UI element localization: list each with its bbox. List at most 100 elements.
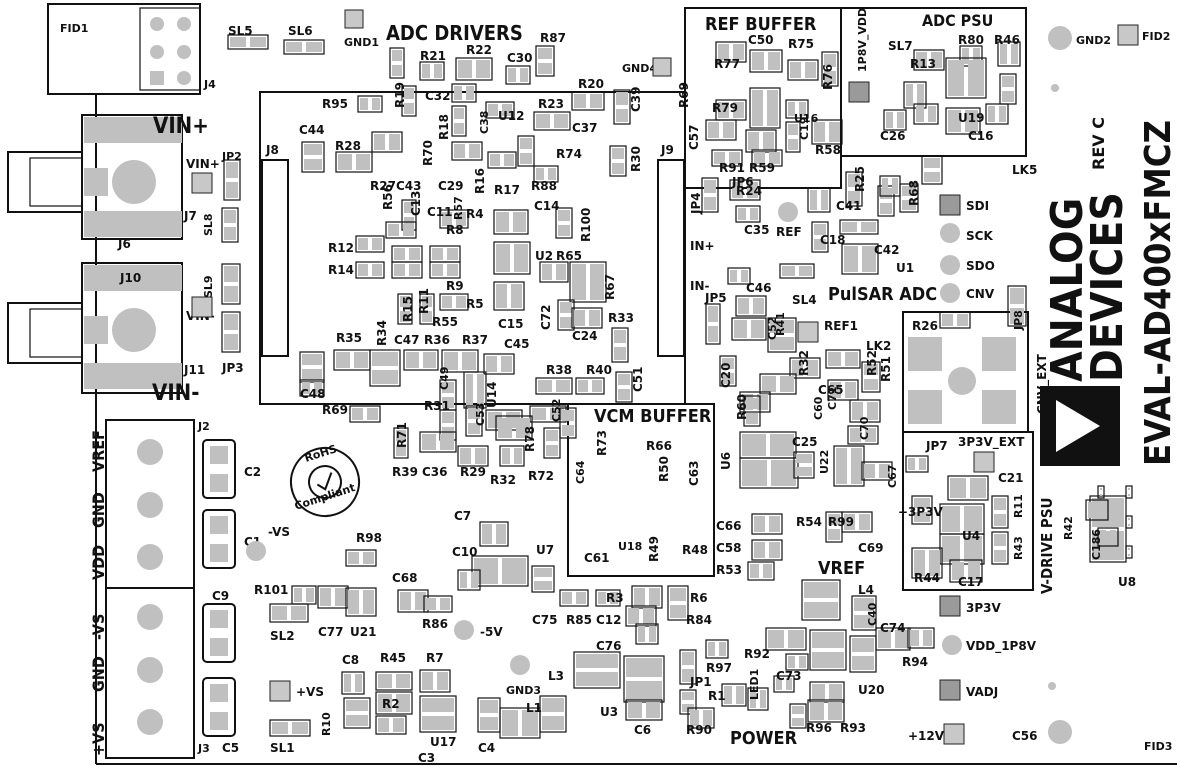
j4-pin: [177, 17, 191, 31]
smd-footprint: [531, 565, 555, 593]
designator-gnd1: GND1: [344, 36, 379, 49]
smd-footprint: [1125, 485, 1133, 499]
designator-r20: R20: [578, 77, 604, 91]
board-title: EVAL-AD400xFMCZ: [1138, 120, 1177, 466]
designator-r87: R87: [540, 31, 566, 45]
designator-ref1: REF1: [824, 319, 858, 333]
designator-c20: C20: [719, 362, 733, 388]
smd-footprint: [555, 207, 573, 239]
pad: [210, 684, 228, 702]
designator-r38: R38: [546, 363, 572, 377]
smd-footprint: [559, 407, 577, 439]
smd-footprint: [221, 311, 241, 353]
smd-footprint: [485, 101, 515, 119]
smd-footprint: [809, 681, 845, 703]
smd-footprint: [457, 445, 489, 467]
smd-footprint: [221, 207, 239, 243]
designator-c13: C13: [409, 190, 423, 216]
smd-footprint: [499, 707, 541, 739]
power-title: POWER: [730, 728, 798, 749]
j6-sma-base: [81, 114, 183, 240]
designator-r18: R18: [437, 114, 451, 140]
smd-footprint: [333, 349, 371, 371]
designator-u1: U1: [896, 261, 914, 275]
smd-footprint: [1007, 285, 1027, 327]
designator-r29: R29: [460, 465, 486, 479]
p1v8-testpoint: [848, 81, 870, 103]
designator-c30: C30: [507, 51, 533, 65]
designator-r17: R17: [494, 183, 520, 197]
designator-r35: R35: [336, 331, 362, 345]
designator-r21: R21: [420, 49, 446, 63]
smd-footprint: [861, 461, 893, 481]
smd-footprint: [747, 687, 769, 711]
designator-c56: C56: [1012, 729, 1038, 743]
designator-r56: R56: [381, 184, 395, 210]
designator-r23: R23: [538, 97, 564, 111]
smd-footprint: [595, 589, 621, 607]
designator-r44: R44: [914, 571, 940, 585]
smd-footprint: [625, 699, 663, 721]
pad: [210, 610, 228, 628]
designator-gnd3: GND3: [506, 684, 541, 697]
designator-c65: C65: [818, 383, 844, 397]
c9-capacitor: [202, 603, 236, 663]
smd-footprint: [849, 399, 881, 423]
smd-footprint: [517, 135, 535, 167]
sdi-testpoint: [939, 194, 961, 216]
smd-footprint: [821, 51, 839, 87]
smd-footprint: [451, 105, 467, 137]
designator-r85: R85: [566, 613, 592, 627]
j4-connector-outline: [47, 3, 201, 95]
smd-footprint: [493, 281, 525, 311]
designator-r67: R67: [603, 274, 617, 300]
smd-footprint: [299, 351, 325, 383]
designator-c76: C76: [596, 639, 622, 653]
smd-footprint: [841, 243, 879, 275]
smd-footprint: [845, 171, 863, 207]
cnv-ext-pad-tl: [908, 337, 942, 371]
j10-sma-body: [7, 302, 83, 364]
designator-u18: U18: [618, 540, 642, 553]
smd-footprint: [849, 635, 877, 673]
designator-r48: R48: [682, 543, 708, 557]
designator-r93: R93: [840, 721, 866, 735]
smd-footprint: [301, 141, 325, 173]
smd-footprint: [403, 349, 439, 371]
designator-r8: R8: [446, 223, 464, 237]
designator-c19: C19: [798, 117, 811, 140]
designator-c61: C61: [584, 551, 610, 565]
smd-footprint: [625, 605, 657, 627]
smd-footprint: [1085, 499, 1109, 521]
vdd1p8v-testpoint: [942, 635, 962, 655]
smd-footprint: [739, 457, 799, 489]
j4-pin: [150, 17, 164, 31]
smd-footprint: [765, 627, 807, 651]
smd-footprint: [701, 177, 719, 213]
smd-footprint: [759, 373, 797, 395]
designator-r59: R59: [749, 161, 775, 175]
designator-r55: R55: [432, 315, 458, 329]
designator-c9: C9: [212, 589, 229, 603]
designator-r42: R42: [1062, 516, 1075, 540]
company-line2: DEVICES: [1082, 192, 1133, 382]
designator-r79: R79: [712, 101, 738, 115]
designator-r27: R27: [370, 179, 396, 193]
smd-footprint: [721, 683, 747, 707]
designator-r73: R73: [595, 430, 609, 456]
designator-u16: U16: [794, 112, 819, 125]
designator-c11: C11: [427, 205, 453, 219]
designator-r45: R45: [380, 651, 406, 665]
smd-footprint: [1125, 515, 1133, 529]
pulsar-adc-title: PulSAR ADC: [828, 284, 937, 305]
smd-footprint: [419, 61, 445, 81]
designator-r1: R1: [708, 689, 726, 703]
smd-footprint: [883, 109, 907, 131]
designator-sdi: SDI: [966, 199, 989, 213]
designator-u6: U6: [719, 452, 733, 470]
designator-j2: J2: [197, 420, 210, 433]
designator-r90: R90: [686, 723, 712, 737]
smd-footprint: [389, 47, 405, 79]
smd-footprint: [505, 65, 531, 85]
